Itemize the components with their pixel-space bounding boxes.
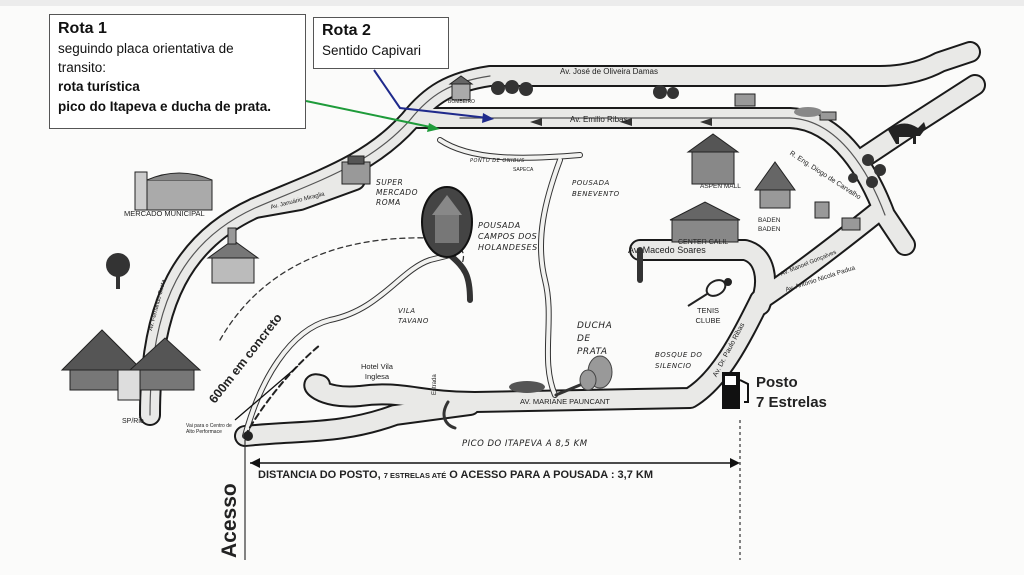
road-label-jose-oliveira-damas: Av. José de Oliveira Damas: [560, 67, 658, 76]
gas-pump-icon: [722, 372, 749, 409]
label-sapeca: SAPECA: [513, 167, 534, 173]
road-direction-arrows: [530, 118, 712, 126]
distance-arrow: [250, 458, 740, 468]
waterfall-rocks-icon: [579, 355, 613, 391]
label-aspen-mall: ASPEN MALL: [700, 183, 741, 190]
chalet-house-icon: [60, 329, 202, 401]
label-bombeiro: BOMBEIRO: [448, 99, 475, 105]
route1-box: Rota 1 seguindo placa orientativa de tra…: [49, 14, 306, 129]
route1-line4: pico do Itapeva e ducha de prata.: [58, 99, 272, 114]
label-vila-tavano: VILA TAVANO: [398, 307, 429, 325]
route2-arrow: [373, 69, 494, 123]
center-calil-icon: [669, 201, 741, 243]
distance-part2: 7 ESTRELAS ATÉ: [383, 471, 447, 480]
route1-line1: seguindo placa orientativa de: [58, 41, 234, 56]
route1-arrow: [305, 100, 440, 132]
posto-line1: Posto: [756, 374, 798, 391]
route2-line1: Sentido Capivari: [322, 43, 422, 58]
distance-part3: O ACESSO PARA A POUSADA : 3,7 KM: [449, 469, 654, 481]
route1-title: Rota 1: [58, 20, 107, 37]
horse-rider-icon: [888, 122, 926, 144]
baden-building-icon: [754, 161, 796, 209]
label-center-calil: CENTER CALIL: [678, 239, 729, 246]
posto-label: Posto 7 Estrelas: [756, 373, 827, 413]
church-icon: [206, 227, 260, 284]
acesso-label: Acesso: [218, 483, 241, 558]
label-sp-rio: SP/Rio: [122, 418, 144, 425]
small-houses-icon: [734, 93, 861, 231]
label-ponto-de-onibus: PONTO DE ONIBUS: [470, 158, 525, 164]
tree-icons: [106, 80, 886, 289]
label-supermercado: SUPER MERCADO ROMA: [376, 178, 418, 207]
label-bosque-silencio: BOSQUE DO SILENCIO: [655, 351, 703, 370]
label-baden-baden: BADEN BADEN: [758, 217, 781, 233]
posto-line2: 7 Estrelas: [756, 394, 827, 411]
roundabouts: [243, 107, 822, 441]
distance-label: DISTANCIA DO POSTO, 7 ESTRELAS ATÉ O ACE…: [258, 470, 653, 481]
label-ducha-de-prata: DUCHA DE PRATA: [577, 321, 613, 357]
route2-box: Rota 2 Sentido Capivari: [313, 17, 449, 69]
label-vai-para: Vai para o Centro de Alto Performace: [186, 423, 232, 435]
label-estrada: Estrada: [432, 374, 438, 395]
road-label-emilio-ribas: Av. Emilio Ribas: [570, 115, 628, 124]
route1-line3: rota turística: [58, 79, 140, 94]
road-label-mariane-pauncant: AV. MARIANE PAUNCANT: [520, 397, 610, 406]
label-pico-itapeva: PICO DO ITAPEVA A 8,5 KM: [462, 439, 588, 449]
pousada-building-icon: [421, 186, 473, 258]
label-pousada-benevento: POUSADA BENEVENTO: [572, 179, 620, 198]
route1-line2: transito:: [58, 60, 107, 75]
distance-part1: DISTANCIA DO POSTO,: [258, 469, 381, 481]
concrete-arrow: [234, 365, 299, 421]
road-network: [139, 41, 986, 447]
fire-station-icon: [448, 75, 474, 101]
label-tenis-clube: TENIS CLUBE: [695, 306, 721, 325]
label-mercado-municipal: MERCADO MUNICIPAL: [124, 209, 205, 218]
label-pousada-holandeses: POUSADA CAMPOS DOS HOLANDESES: [478, 221, 538, 252]
label-hotel-vila-inglesa: Hotel Vila Inglesa: [361, 362, 393, 381]
road-label-macedo-soares: Av. Macedo Soares: [628, 245, 706, 255]
tennis-racket-icon: [687, 278, 732, 307]
aspen-mall-icon: [686, 133, 740, 185]
route2-title: Rota 2: [322, 22, 371, 39]
supermarket-building-icon: [341, 155, 371, 185]
market-building-icon: [134, 171, 213, 211]
